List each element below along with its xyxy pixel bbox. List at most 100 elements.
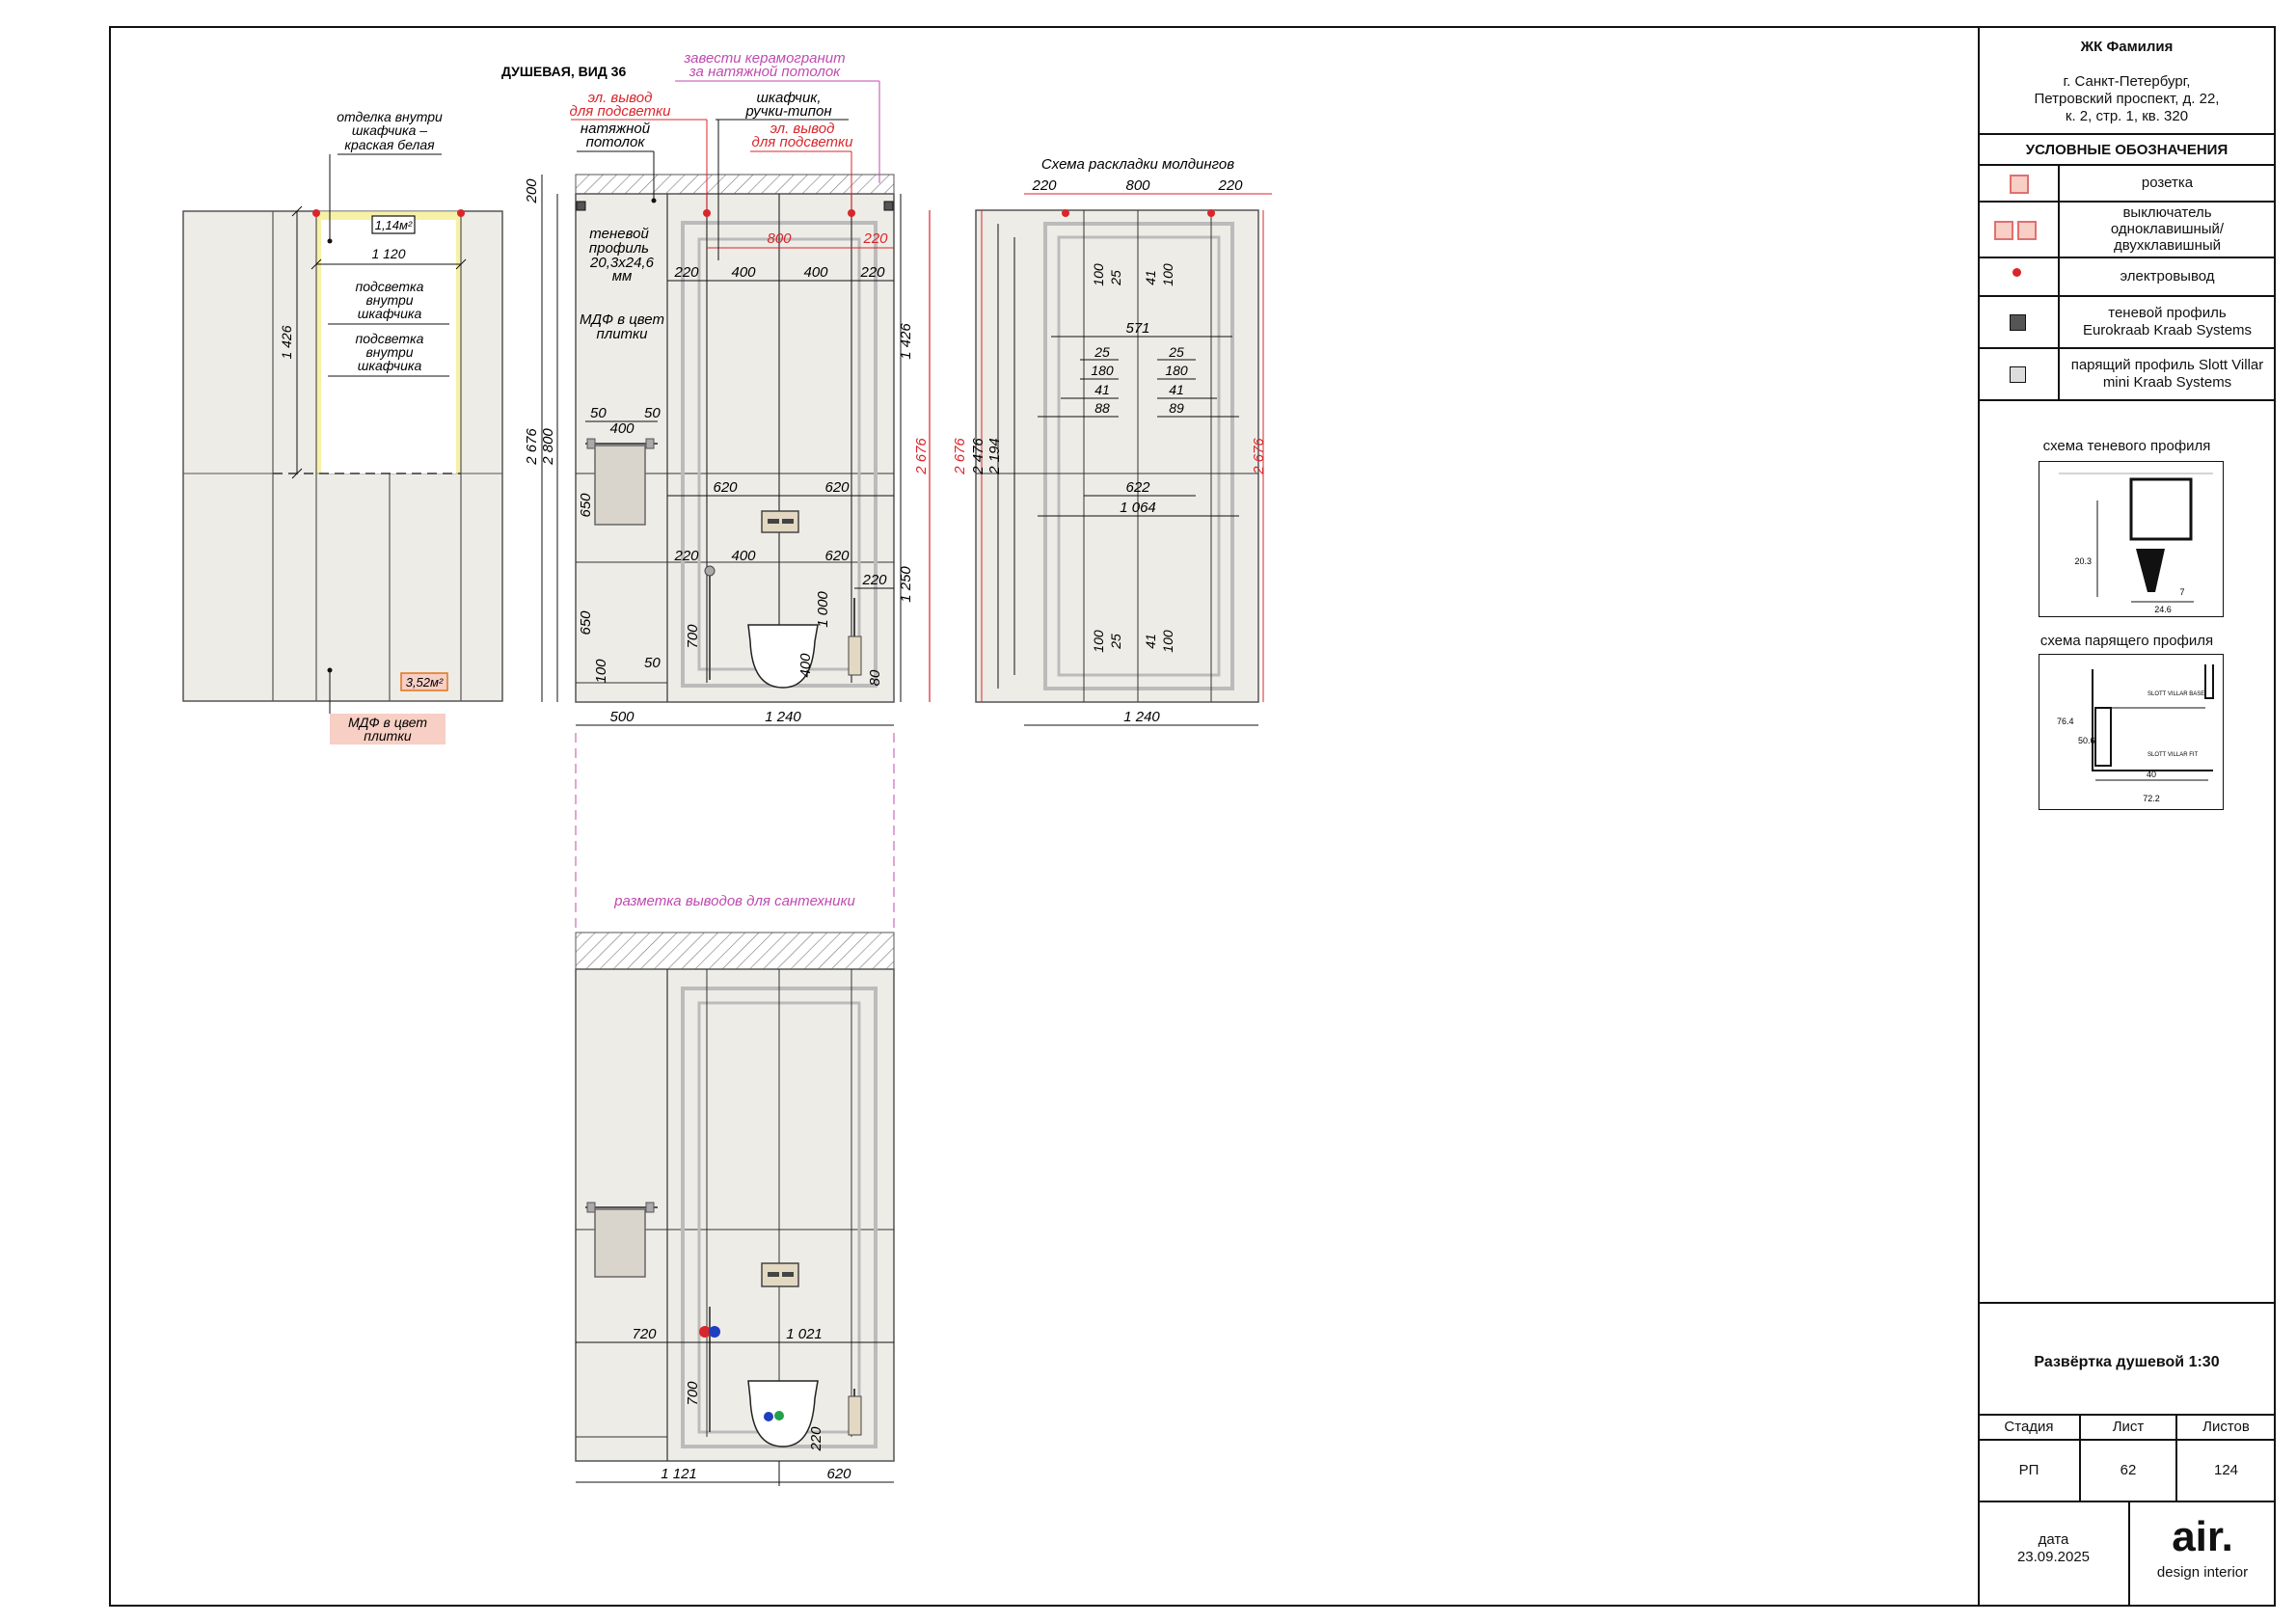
legend-label: двухклавишный <box>2113 237 2222 254</box>
dim-label: 25 <box>1108 634 1123 650</box>
dim-label: 622 <box>1125 479 1150 496</box>
water-outlet-red <box>699 1326 711 1338</box>
area-label: 1,14м² <box>375 218 413 232</box>
dim-label: 1 021 <box>786 1326 823 1342</box>
dim-label: 2 800 <box>540 428 556 466</box>
note-mdf: МДФ в цвет <box>348 715 427 730</box>
dim-label: 72.2 <box>2143 794 2160 803</box>
note-tile-ceiling: за натяжной потолок <box>689 64 841 80</box>
dim-label: 2 676 <box>1251 438 1267 475</box>
dim-label: 41 <box>1143 270 1158 285</box>
dim-label: 220 <box>673 264 699 281</box>
plumbing-title: разметка выводов для сантехники <box>613 893 855 909</box>
sheet-label: Лист <box>2112 1419 2145 1435</box>
dim-label: 1 240 <box>1123 709 1160 725</box>
note-cabinet: шкафчик, <box>756 90 821 106</box>
dim-label: 220 <box>808 1426 824 1452</box>
note-shadow: профиль <box>589 240 649 257</box>
note-light: подсветка <box>356 331 424 346</box>
dim-label: 20.3 <box>2074 556 2092 566</box>
dim-height: 1 426 <box>279 325 294 359</box>
dim-label: 220 <box>1031 177 1057 194</box>
dim-label: 1 426 <box>898 323 914 360</box>
legend-row: электровывод <box>1979 258 2275 297</box>
note-cabinet: ручки-типон <box>744 103 831 120</box>
legend-label: розетка <box>2141 175 2194 191</box>
dim-label: 25 <box>1094 344 1110 360</box>
electric-outlet-icon <box>457 209 465 217</box>
address-line: к. 2, стр. 1, кв. 320 <box>2065 108 2189 124</box>
project-info: ЖК Фамилия г. Санкт-Петербург, Петровски… <box>1979 27 2275 135</box>
dim-label: 40 <box>2147 770 2156 779</box>
note-shadow: мм <box>612 268 633 284</box>
dim-label: 100 <box>1160 263 1175 286</box>
dim-label: 620 <box>826 1466 851 1482</box>
dim-label: 1 000 <box>815 591 831 628</box>
note-tile-ceiling: завести керамогранит <box>683 50 845 67</box>
dim-label: 25 <box>1168 344 1184 360</box>
dim-label: 400 <box>609 420 635 437</box>
water-outlet-blue <box>709 1326 720 1338</box>
dim-label: 220 <box>673 548 699 564</box>
note-el-outlet: для подсветки <box>570 103 672 120</box>
dim-label: 571 <box>1125 320 1149 337</box>
dim-label: 50 <box>644 655 661 671</box>
dim-label: 1 240 <box>765 709 801 725</box>
note-stretch: потолок <box>586 134 646 150</box>
electric-outlet-icon <box>2012 268 2021 277</box>
dim-label: 400 <box>731 548 756 564</box>
note-inside: отделка внутри <box>337 109 443 124</box>
legend-row: выключатель одноклавишный/ двухклавишный <box>1979 203 2275 258</box>
dim-label: 80 <box>867 669 883 686</box>
moulding-scheme: Схема раскладки молдингов 220 800 220 10… <box>952 156 1272 726</box>
date-label: дата <box>2038 1531 2069 1548</box>
dim-label: 76.4 <box>2057 717 2074 726</box>
dim-label: 650 <box>578 493 594 518</box>
dim-label: 220 <box>861 572 887 588</box>
dim-label: 1 250 <box>898 566 914 603</box>
electric-outlet-icon <box>1207 209 1215 217</box>
dim-label: 2 194 <box>986 438 1003 475</box>
sheet-number: 62 <box>2120 1462 2137 1478</box>
sheet-frame <box>109 26 2276 1607</box>
dim-label: 2 676 <box>913 438 930 475</box>
dim-label: 180 <box>1091 363 1114 378</box>
note-mdf: плитки <box>364 728 412 744</box>
dim-label: 7 <box>2179 587 2184 597</box>
dim-label: 25 <box>1108 270 1123 286</box>
note-el-outlet: для подсветки <box>752 134 854 150</box>
sheet-title: Развёртка душевой 1:30 <box>2034 1354 2220 1370</box>
legend-label: одноклавишный/ <box>2110 221 2225 237</box>
shadow-profile-icon <box>2010 314 2026 331</box>
dim-label: 41 <box>1094 382 1110 397</box>
note-light: внутри <box>365 344 413 360</box>
area-label: 3,52м² <box>406 675 444 690</box>
stage-value: РП <box>2018 1462 2039 1478</box>
legend-row: парящий профиль Slott Villar mini Kraab … <box>1979 349 2275 401</box>
legend-title: УСЛОВНЫЕ ОБОЗНАЧЕНИЯ <box>2025 142 2228 158</box>
note-mdf: МДФ в цвет <box>580 311 664 328</box>
note-shadow: 20,3х24,6 <box>589 255 655 271</box>
dim-label: 41 <box>1169 382 1184 397</box>
electric-outlet-icon <box>1062 209 1069 217</box>
dim-label: 1 121 <box>661 1466 697 1482</box>
towel <box>594 1208 646 1278</box>
legend-label: парящий профиль Slott Villar <box>2070 357 2264 373</box>
sheets-label: Листов <box>2202 1419 2250 1435</box>
title-block: ЖК Фамилия г. Санкт-Петербург, Петровски… <box>1979 27 2275 1606</box>
dim-label: 50 <box>590 405 607 421</box>
dim-label: 2 476 <box>970 438 986 475</box>
legend-label: Eurokraab Kraab Systems <box>2082 322 2253 338</box>
legend-row: розетка <box>1979 166 2275 203</box>
main-elevation: ДУШЕВАЯ, ВИД 36 <box>501 50 931 931</box>
dim-label: 1 064 <box>1120 500 1156 516</box>
dim-label: 220 <box>1217 177 1243 194</box>
dim-label: 500 <box>609 709 635 725</box>
shadow-profile-icon <box>883 201 894 211</box>
legend-label: электровывод <box>2120 268 2215 284</box>
electric-outlet-icon <box>312 209 320 217</box>
dim-label: 100 <box>1091 630 1106 653</box>
dim-label: 800 <box>767 230 792 247</box>
legend-label: выключатель <box>2122 204 2212 221</box>
dim-label: 50.6 <box>2078 736 2095 745</box>
